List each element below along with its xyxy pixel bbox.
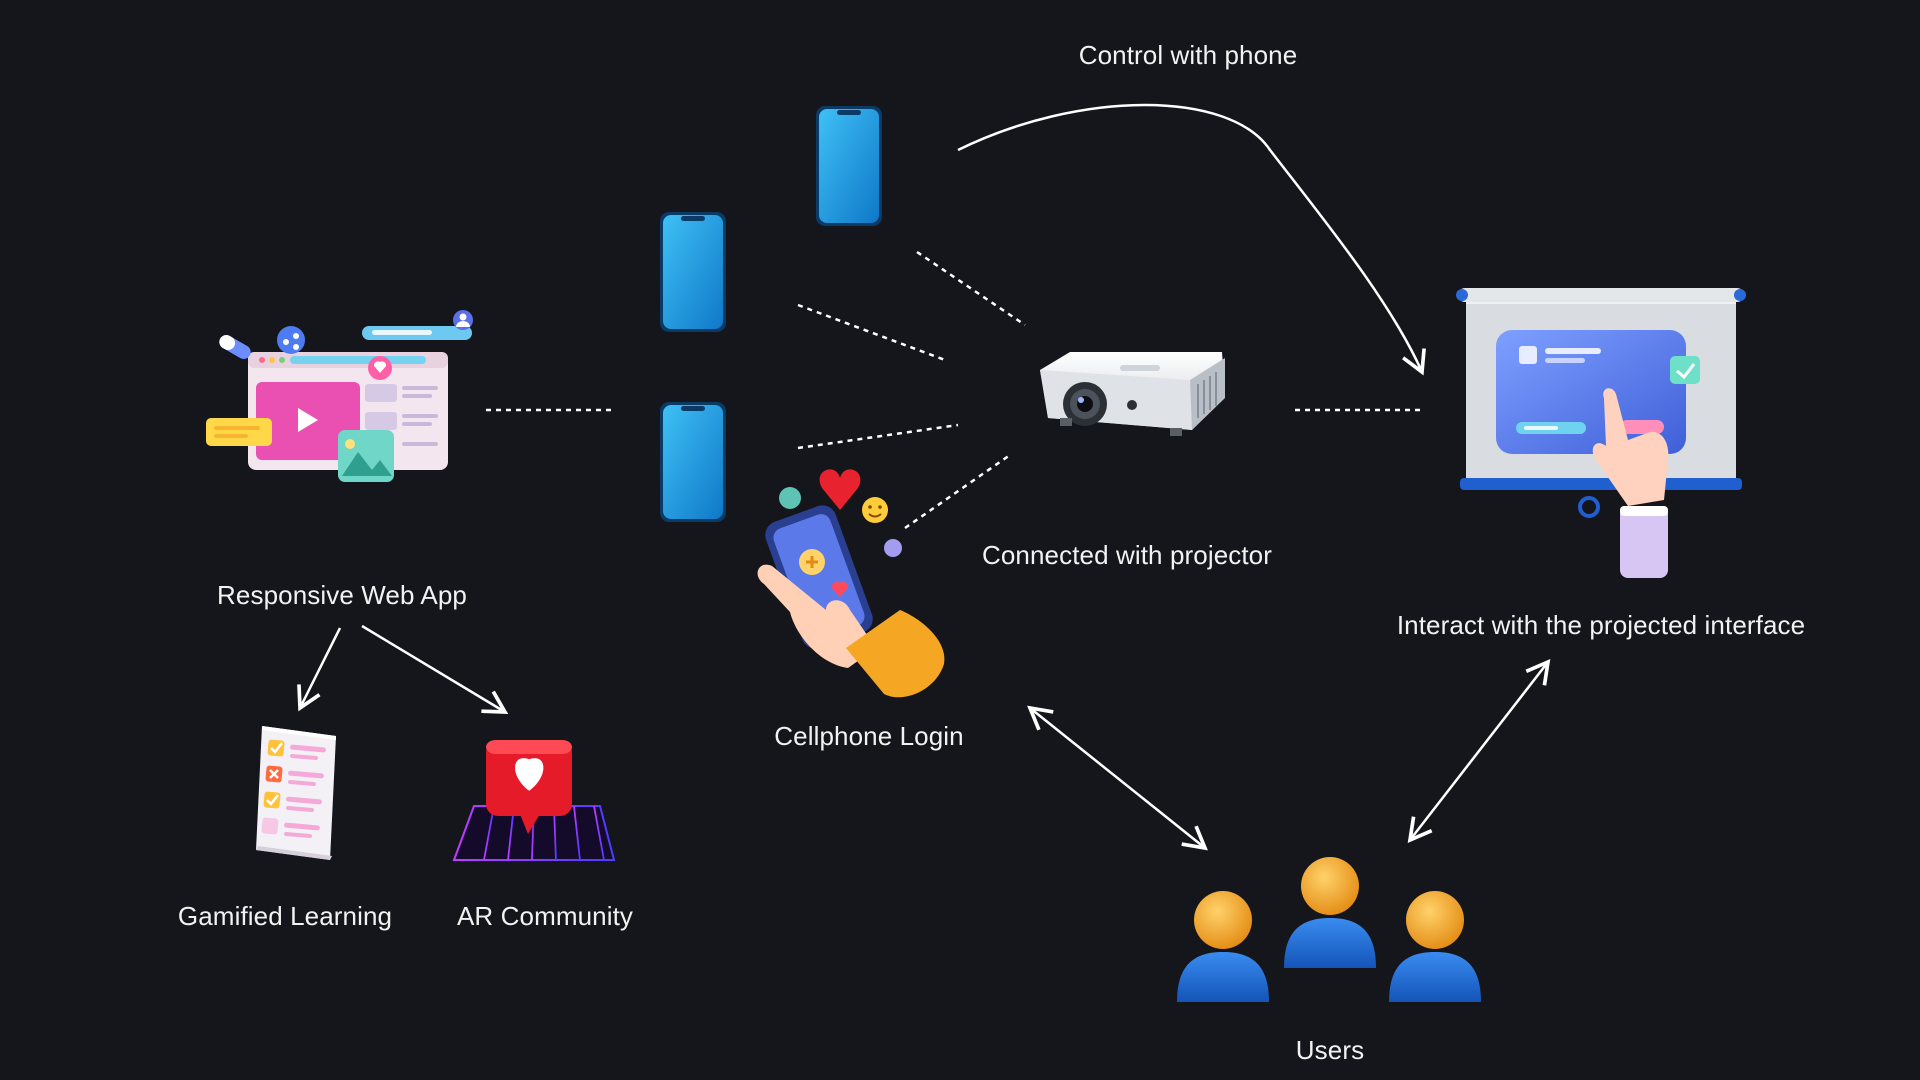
phone-1 [816,106,882,226]
dotted-link-phone3-projector [797,423,959,450]
label-control-with-phone: Control with phone [1078,40,1298,70]
label-ar-community: AR Community [456,901,634,931]
label-gamified-learning: Gamified Learning [177,901,393,931]
label-interact-with-projected-interface: Interact with the projected interface [1396,610,1806,640]
connectors [297,103,1551,851]
users-group-icon [1177,857,1481,1002]
dotted-link-phone2-projector [797,303,946,362]
arrow-users-interface [1407,659,1551,843]
phone-2 [660,212,726,332]
phone-3 [660,402,726,522]
projection-screen-icon [1456,288,1746,578]
user-figure-right [1389,891,1481,1002]
heart-chat-icon [452,740,616,861]
label-cellphone-login: Cellphone Login [774,721,964,751]
web-app-illustration [206,310,473,482]
dotted-link-phone1-projector [916,250,1026,327]
hand-holding-phone-icon [757,469,945,698]
checklist-icon [256,726,336,860]
arrow-webapp-to-ar [361,624,509,714]
label-responsive-web-app: Responsive Web App [217,580,467,610]
user-figure-left [1177,891,1269,1002]
user-figure-center [1284,857,1376,968]
arrow-login-users [1027,705,1208,851]
dotted-link-login-projector [904,453,1011,530]
label-users: Users [1295,1035,1365,1065]
arrow-control-with-phone [957,103,1426,376]
arrow-webapp-to-gamified [297,627,342,712]
label-connected-with-projector: Connected with projector [982,540,1272,570]
projector-icon [1040,352,1225,436]
